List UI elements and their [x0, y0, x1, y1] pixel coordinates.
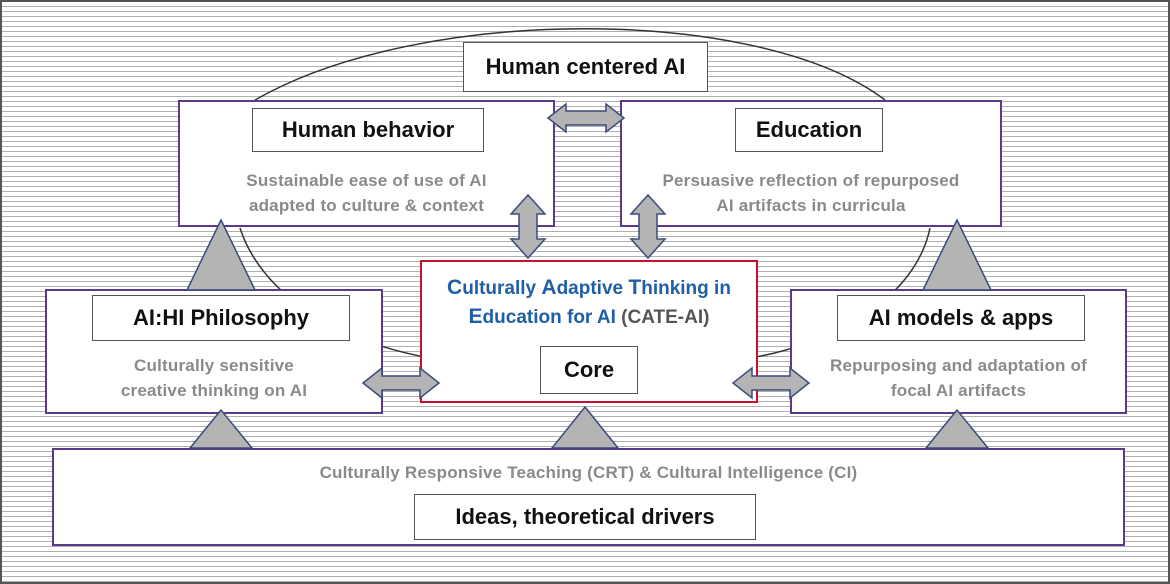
ai-models-desc-line2: focal AI artifacts: [890, 381, 1027, 400]
triangle-foundation-to-core-icon: [550, 405, 620, 449]
education-desc-line2: AI artifacts in curricula: [716, 196, 906, 215]
education-desc-line1: Persuasive reflection of repurposed: [662, 171, 960, 190]
cate-ai-title-line2: Education for AI (CATE-AI): [422, 303, 756, 332]
triangle-foundation-to-aihi-icon: [188, 408, 254, 449]
double-arrow-behavior-core-icon: [509, 193, 547, 260]
cate-initial-c: C: [447, 276, 463, 299]
cate-ai-title: Culturally Adaptive Thinking in Educatio…: [422, 274, 756, 332]
triangle-foundation-to-aimodels-icon: [924, 408, 990, 449]
human-behavior-description: Sustainable ease of use of AI adapted to…: [180, 168, 553, 218]
ai-models-apps-box: AI models & apps Repurposing and adaptat…: [790, 289, 1127, 414]
cate-word-culturally: ulturally: [462, 278, 542, 299]
foundation-description: Culturally Responsive Teaching (CRT) & C…: [319, 463, 858, 482]
double-arrow-aihi-core-icon: [361, 366, 441, 400]
top-arc: [254, 28, 886, 101]
human-behavior-box: Human behavior Sustainable ease of use o…: [178, 100, 555, 227]
cate-initial-a: A: [541, 276, 557, 299]
cate-initial-e: E: [468, 305, 483, 328]
triangle-aihi-to-behavior-icon: [185, 218, 257, 291]
cate-ai-title-line1: Culturally Adaptive Thinking in: [422, 274, 756, 303]
ai-models-desc-line1: Repurposing and adaptation of: [829, 356, 1087, 375]
cate-word-thinking: hinking in: [641, 278, 731, 299]
core-label: Core: [540, 346, 638, 394]
ai-hi-desc-line2: creative thinking on AI: [120, 381, 308, 400]
foundation-box: Culturally Responsive Teaching (CRT) & C…: [52, 448, 1125, 546]
ai-models-apps-description: Repurposing and adaptation of focal AI a…: [792, 353, 1125, 403]
cate-word-education: ducation for AI: [482, 307, 622, 328]
ai-hi-desc-line1: Culturally sensitive: [134, 356, 294, 375]
education-box: Education Persuasive reflection of repur…: [620, 100, 1002, 227]
double-arrow-education-core-icon: [629, 193, 667, 260]
human-behavior-desc-line2: adapted to culture & context: [248, 196, 485, 215]
double-arrow-core-aimodels-icon: [731, 366, 811, 400]
human-behavior-label: Human behavior: [252, 108, 484, 152]
cate-initial-t: T: [628, 276, 642, 299]
cate-ai-core-box: Culturally Adaptive Thinking in Educatio…: [420, 260, 758, 403]
education-label: Education: [735, 108, 883, 152]
triangle-aimodels-to-education-icon: [921, 218, 993, 291]
education-description: Persuasive reflection of repurposed AI a…: [622, 168, 1000, 218]
foundation-label: Ideas, theoretical drivers: [414, 494, 756, 540]
double-arrow-behavior-education-icon: [546, 102, 626, 134]
ai-hi-philosophy-box: AI:HI Philosophy Culturally sensitive cr…: [45, 289, 383, 414]
cate-acronym: (CATE-AI): [621, 307, 710, 328]
ai-hi-philosophy-description: Culturally sensitive creative thinking o…: [47, 353, 381, 403]
cate-word-adaptive: daptive: [556, 278, 629, 299]
human-behavior-desc-line1: Sustainable ease of use of AI: [246, 171, 487, 190]
ai-hi-philosophy-label: AI:HI Philosophy: [92, 295, 350, 341]
ai-models-apps-label: AI models & apps: [837, 295, 1085, 341]
human-centered-ai-label: Human centered AI: [463, 42, 708, 92]
